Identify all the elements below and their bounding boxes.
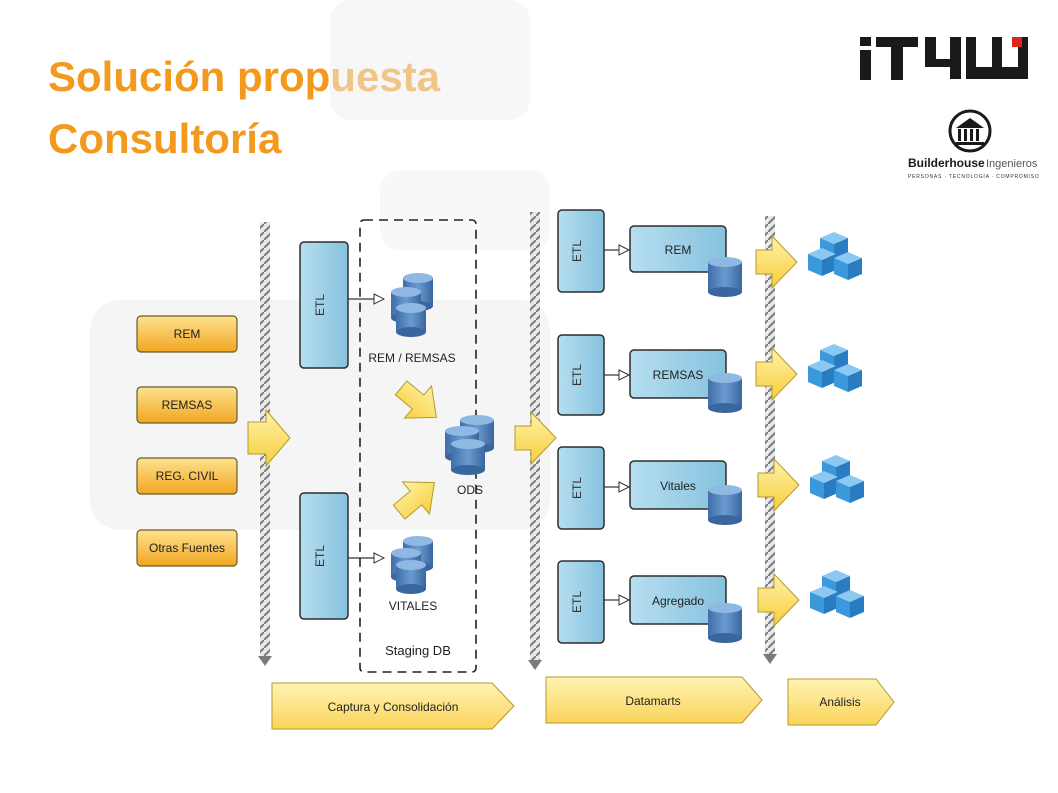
datamart-row-vitales: ETL Vitales [557,446,742,530]
flow-arrow-analysis-3 [757,457,800,513]
phase-datamarts: Datamarts [545,676,763,724]
database-rem-remsas: REM / REMSAS [368,273,456,365]
db-label: REM / REMSAS [368,351,455,365]
flow-arrow-sources [247,408,291,468]
etl-label: ETL [313,294,327,316]
etl-label: ETL [570,477,584,499]
thin-arrow-etl-remdb [348,293,386,305]
builderhouse-suffix: Ingenieros [986,158,1038,170]
datamart-row-rem: ETL REM [557,209,742,297]
flow-arrow-ods [514,410,557,466]
staging-label: Staging DB [385,643,451,658]
database-vitales: VITALES [389,536,437,613]
builderhouse-logo: Builderhouse Ingenieros PERSONAS · TECNO… [908,109,1040,180]
source-label: REMSAS [162,398,213,412]
flow-arrow-analysis-4 [757,572,800,628]
datamart-row-remsas: ETL REMSAS [557,334,742,416]
source-label: REM [174,327,201,341]
etl-box-vitales: ETL [299,492,349,620]
datamart-label: REMSAS [653,368,704,382]
phase-analisis: Análisis [787,678,895,726]
separator-3 [763,216,777,664]
thin-arrow-etl-vitalesdb [348,552,386,564]
source-label: Otras Fuentes [149,541,225,555]
etl-label: ETL [570,240,584,262]
datamart-label: REM [665,243,692,257]
datamart-label: Agregado [652,594,704,608]
etl-label: ETL [570,364,584,386]
olap-cube-icon [810,570,864,618]
database-ods: ODS [445,415,494,497]
etl-label: ETL [313,545,327,567]
etl-box-rem: ETL [299,241,349,369]
source-reg-civil: REG. CIVIL [136,457,238,495]
olap-cube-icon [808,344,862,392]
phase-captura-consolidacion: Captura y Consolidación [271,682,515,730]
datamart-label: Vitales [660,479,696,493]
flow-arrow-rem-to-ods [394,380,437,419]
flow-arrow-analysis-2 [755,346,798,402]
etl-label: ETL [570,591,584,613]
slide-title-line2: Consultoría [48,115,282,162]
it4u-logo [860,37,1028,80]
datamart-row-agregado: ETL Agregado [557,560,742,644]
source-label: REG. CIVIL [156,469,219,483]
builderhouse-name: Builderhouse [908,156,985,170]
source-rem: REM [136,315,238,353]
olap-cube-icon [808,232,862,280]
source-otras-fuentes: Otras Fuentes [136,529,238,567]
source-remsas: REMSAS [136,386,238,424]
phase-label: Datamarts [625,694,680,708]
olap-cube-icon [810,455,864,503]
phase-label: Análisis [819,695,860,709]
flow-arrow-analysis-1 [755,234,798,290]
phase-label: Captura y Consolidación [328,700,459,714]
db-label: VITALES [389,599,437,613]
db-label: ODS [457,483,483,497]
flow-arrow-vitales-to-ods [392,481,435,520]
builderhouse-tagline: PERSONAS · TECNOLOGÍA · COMPROMISO [908,173,1040,180]
